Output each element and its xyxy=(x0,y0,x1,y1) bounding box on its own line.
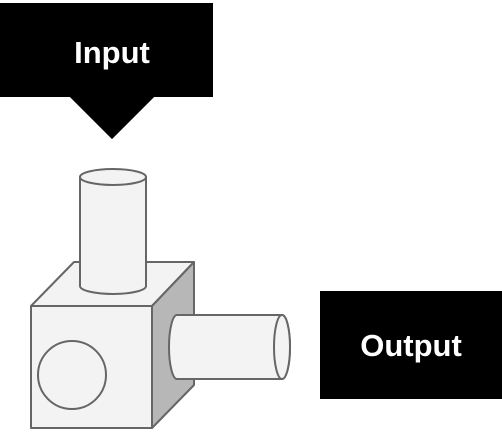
outlet-cylinder-end xyxy=(273,314,291,380)
front-port-circle xyxy=(37,340,107,410)
outlet-cylinder-body xyxy=(168,314,291,380)
inlet-cylinder-top xyxy=(79,168,147,186)
outlet-cylinder xyxy=(168,314,291,380)
output-label-box xyxy=(320,291,502,399)
input-callout: Input xyxy=(0,3,213,139)
output-label: Output xyxy=(360,328,462,363)
inlet-cylinder-body xyxy=(79,176,147,295)
input-label: Input xyxy=(74,35,150,70)
cube-body xyxy=(30,261,195,429)
input-arrow-head xyxy=(70,88,154,139)
inlet-cylinder xyxy=(79,168,147,295)
output-callout: Output xyxy=(320,291,502,399)
input-label-box xyxy=(0,3,213,88)
